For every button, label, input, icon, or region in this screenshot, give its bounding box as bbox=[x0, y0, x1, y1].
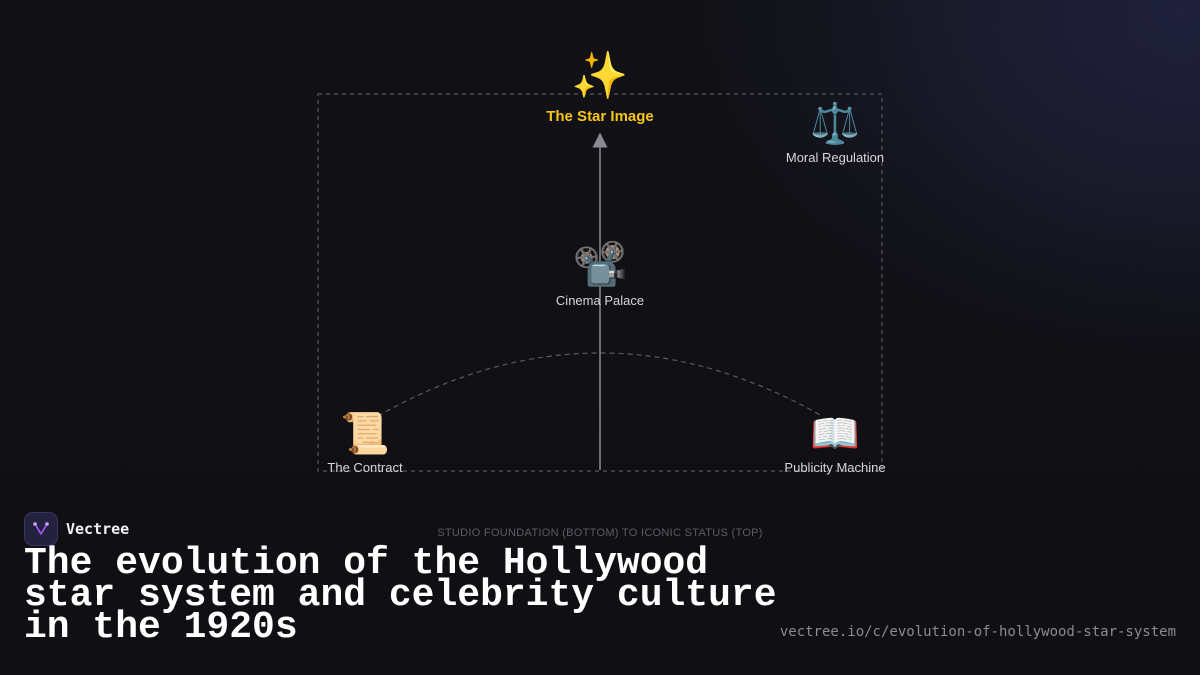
brand-name: Vectree bbox=[66, 520, 130, 538]
node-label: Moral Regulation bbox=[785, 150, 885, 165]
node-cinema-palace: 📽️ Cinema Palace bbox=[555, 239, 645, 309]
vectree-logo-icon bbox=[24, 512, 58, 546]
node-label: Cinema Palace bbox=[555, 293, 645, 308]
node-publicity-machine: 📖 Publicity Machine bbox=[784, 414, 885, 475]
node-the-contract: 📜 The Contract bbox=[327, 414, 402, 475]
film-projector-icon: 📽️ bbox=[572, 239, 628, 290]
foundation-arc bbox=[377, 352, 823, 417]
open-book-icon: 📖 bbox=[810, 411, 860, 457]
source-url[interactable]: vectree.io/c/evolution-of-hollywood-star… bbox=[779, 624, 1176, 640]
node-star-image: ✨ The Star Image bbox=[546, 52, 654, 125]
scroll-icon: 📜 bbox=[340, 411, 390, 457]
frame-border bbox=[317, 93, 883, 472]
node-label: The Star Image bbox=[546, 108, 654, 125]
node-label: Publicity Machine bbox=[784, 460, 886, 475]
sparkles-icon: ✨ bbox=[571, 48, 629, 102]
node-label: The Contract bbox=[327, 460, 403, 475]
page-title: The evolution of the Hollywood star syst… bbox=[24, 542, 777, 649]
node-moral-regulation: ⚖️ Moral Regulation bbox=[786, 104, 884, 165]
balance-scale-icon: ⚖️ bbox=[810, 101, 860, 147]
axis-caption: STUDIO FOUNDATION (BOTTOM) TO ICONIC STA… bbox=[437, 527, 763, 539]
brand[interactable]: Vectree bbox=[24, 512, 129, 546]
